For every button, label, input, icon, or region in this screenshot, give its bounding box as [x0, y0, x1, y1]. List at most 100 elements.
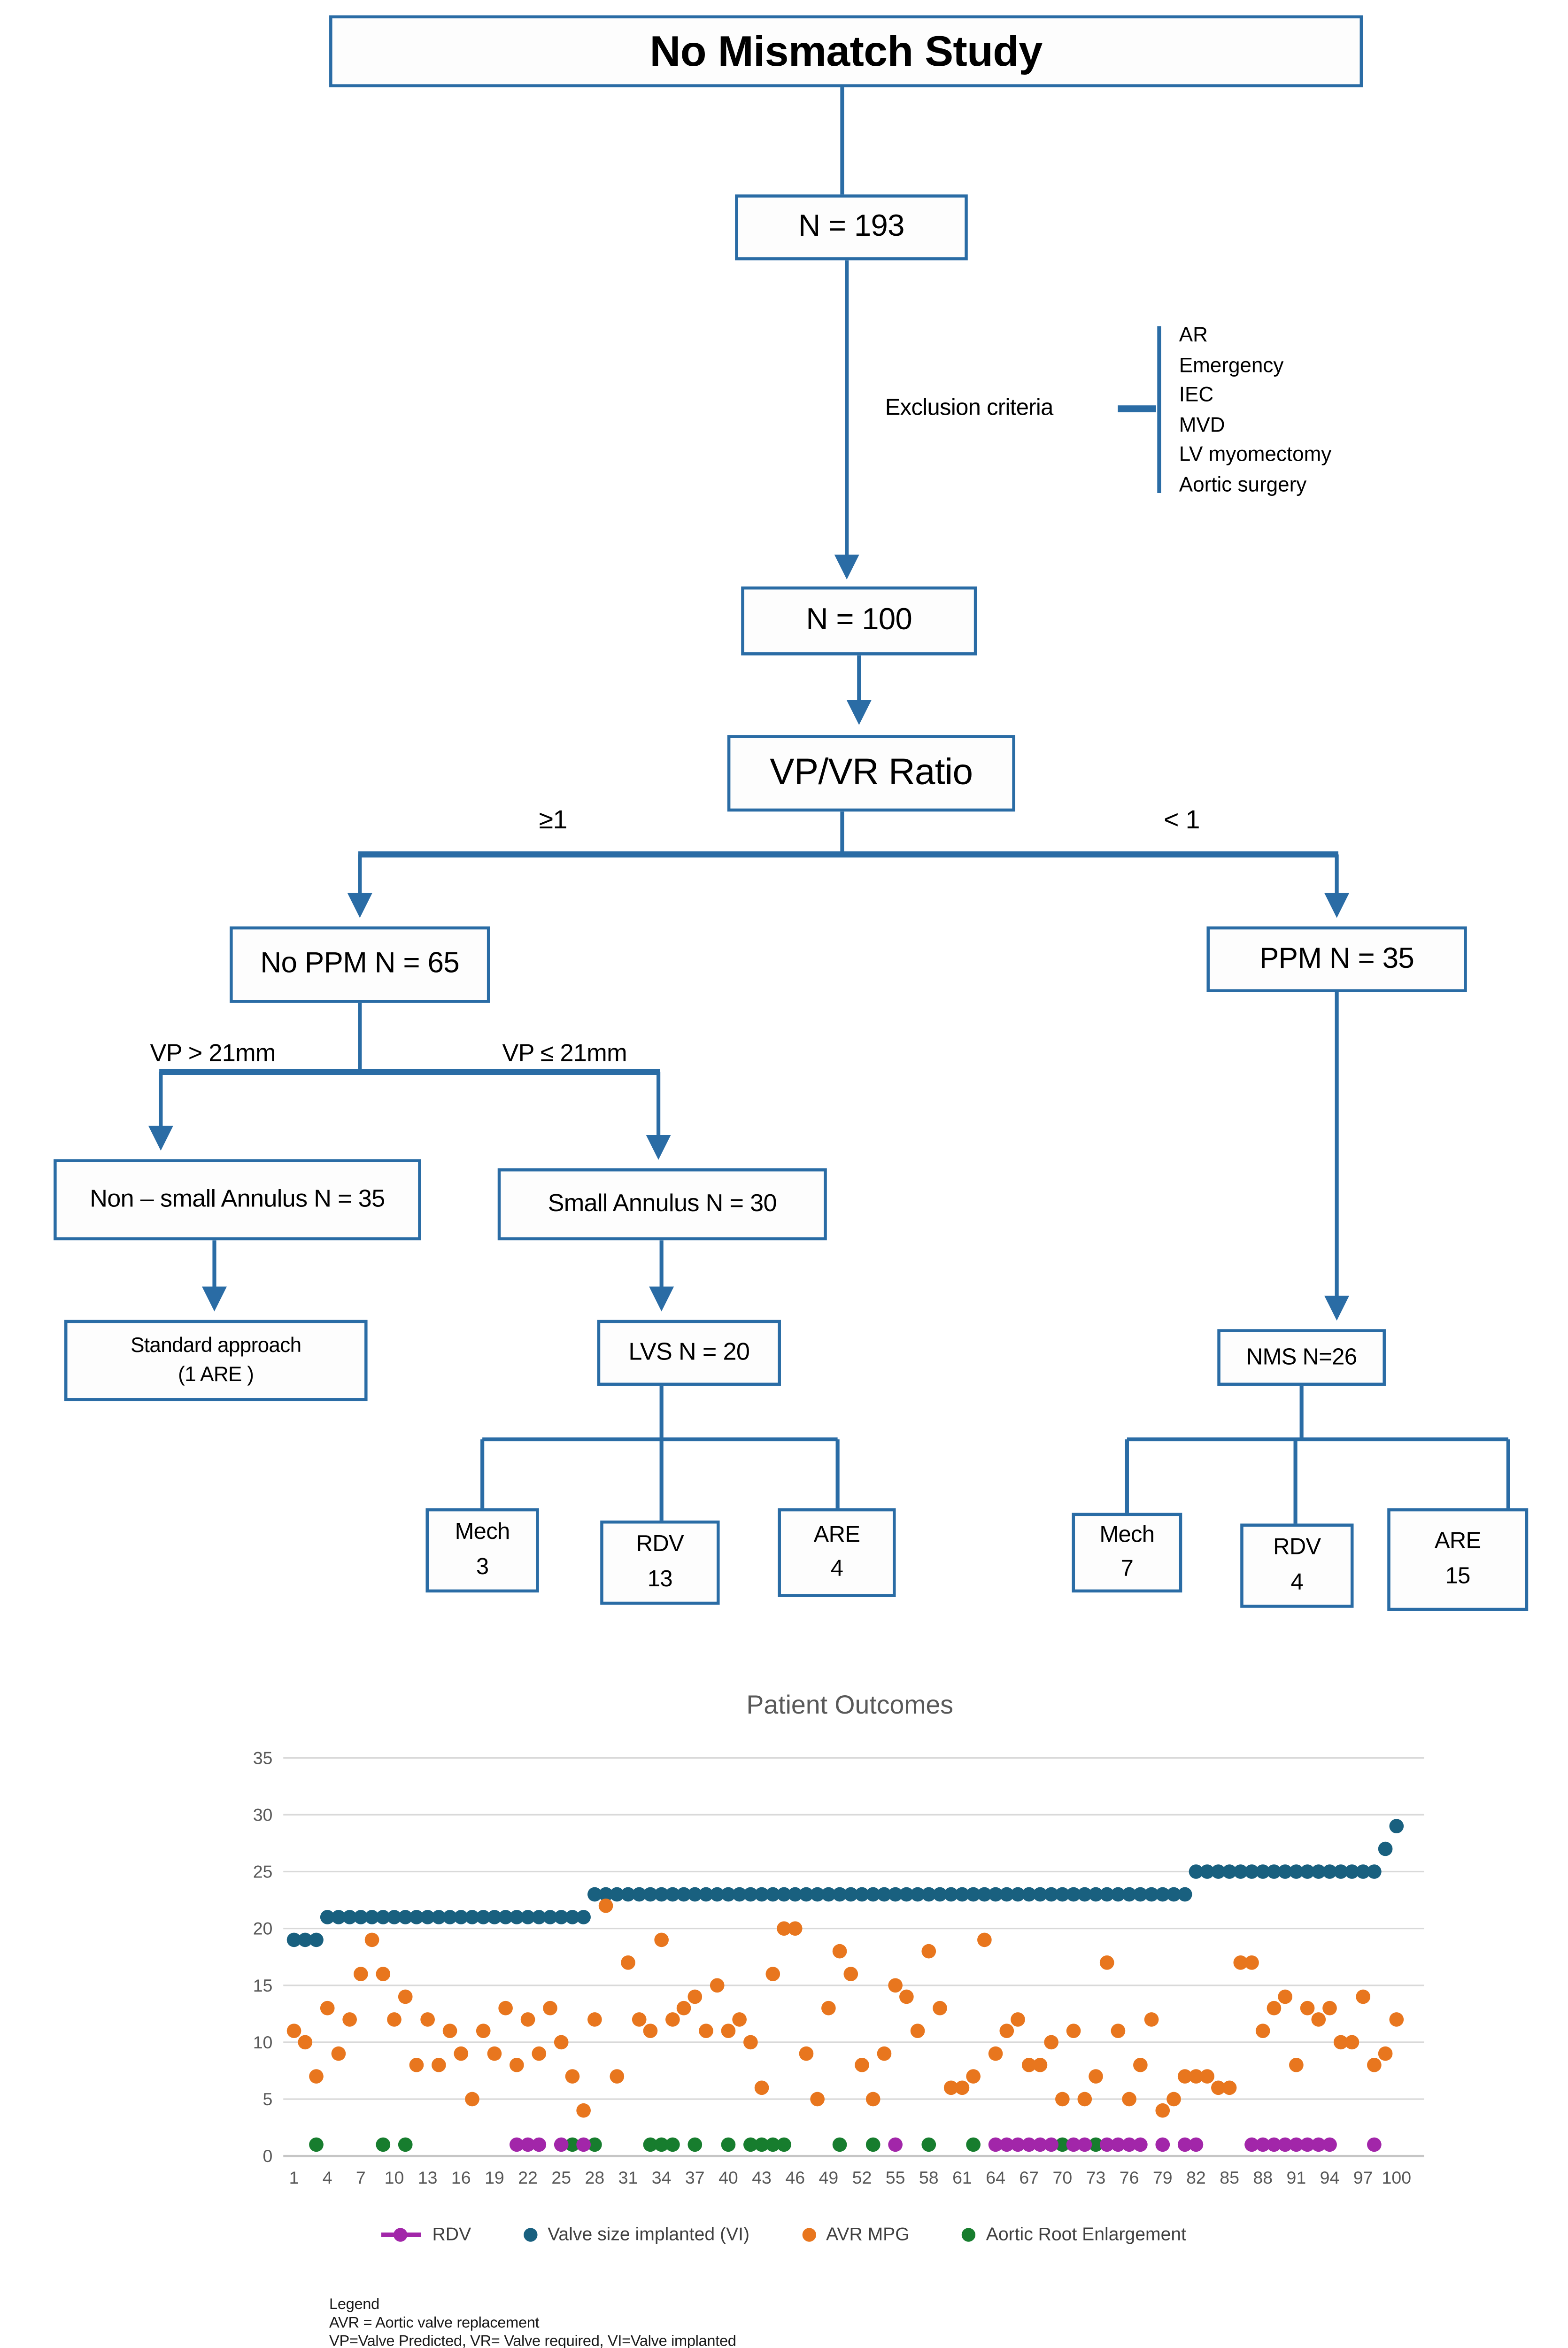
- nms-rdv-label: RDV: [1273, 1534, 1321, 1560]
- branch-label-lt1: < 1: [1164, 805, 1200, 835]
- n100-box: N = 100: [741, 586, 977, 656]
- nms-are-count: 15: [1445, 1562, 1471, 1589]
- svg-text:25: 25: [253, 1862, 273, 1882]
- svg-text:64: 64: [986, 2168, 1005, 2187]
- svg-text:34: 34: [652, 2168, 672, 2187]
- lvs-mech-count: 3: [476, 1553, 489, 1580]
- no-ppm-box: No PPM N = 65: [230, 926, 490, 1003]
- nms-mech-label: Mech: [1099, 1521, 1155, 1547]
- rdv-marker-icon: [381, 2227, 422, 2241]
- svg-text:0: 0: [263, 2146, 273, 2166]
- nms-box: NMS N=26: [1217, 1329, 1386, 1386]
- svg-text:76: 76: [1120, 2168, 1139, 2187]
- lvs-are-count: 4: [830, 1555, 843, 1582]
- legend-item-rdv: RDV: [381, 2223, 471, 2245]
- lvs-rdv-box: RDV 13: [600, 1520, 720, 1605]
- mpg-marker-icon: [801, 2227, 816, 2241]
- svg-text:28: 28: [585, 2168, 605, 2187]
- svg-text:5: 5: [263, 2089, 273, 2109]
- nms-rdv-box: RDV 4: [1240, 1523, 1354, 1608]
- exclusion-criteria-list: AR Emergency IEC MVD LV myomectomy Aorti…: [1179, 320, 1332, 500]
- footnote-line: AVR = Aortic valve replacement: [329, 2315, 540, 2333]
- standard-approach-box: Standard approach (1 ARE ): [64, 1320, 368, 1401]
- exclusion-item: IEC: [1179, 383, 1214, 406]
- svg-text:20: 20: [253, 1919, 273, 1939]
- svg-text:7: 7: [356, 2168, 366, 2187]
- lvs-rdv-count: 13: [647, 1566, 673, 1592]
- legend-label-mpg: AVR MPG: [826, 2223, 910, 2245]
- legend-item-vi: Valve size implanted (VI): [523, 2224, 749, 2245]
- flowchart-connectors: [148, 87, 1510, 1527]
- svg-text:49: 49: [819, 2168, 839, 2187]
- chart-legend: RDV Valve size implanted (VI) AVR MPG Ao…: [0, 2224, 1568, 2245]
- svg-text:1: 1: [289, 2168, 299, 2187]
- svg-text:58: 58: [919, 2168, 939, 2187]
- nms-mech-count: 7: [1120, 1555, 1134, 1582]
- svg-text:22: 22: [518, 2168, 538, 2187]
- svg-text:37: 37: [685, 2168, 705, 2187]
- chart-title: Patient Outcomes: [746, 1690, 954, 1720]
- branch-label-ge1: ≥1: [539, 805, 568, 835]
- svg-text:43: 43: [752, 2168, 772, 2187]
- legend-label-are: Aortic Root Enlargement: [986, 2223, 1187, 2245]
- svg-text:70: 70: [1053, 2168, 1073, 2187]
- vi-marker-icon: [523, 2227, 537, 2241]
- n193-label: N = 193: [798, 209, 904, 244]
- lvs-label: LVS N = 20: [628, 1339, 750, 1365]
- nms-rdv-count: 4: [1290, 1568, 1304, 1595]
- svg-text:4: 4: [323, 2168, 332, 2187]
- small-annulus-box: Small Annulus N = 30: [497, 1168, 827, 1241]
- svg-text:82: 82: [1186, 2168, 1206, 2187]
- legend-label-rdv: RDV: [432, 2223, 471, 2245]
- svg-text:16: 16: [451, 2168, 471, 2187]
- svg-text:61: 61: [952, 2168, 972, 2187]
- exclusion-criteria-label: Exclusion criteria: [885, 395, 1054, 421]
- svg-text:94: 94: [1320, 2168, 1340, 2187]
- svg-text:88: 88: [1253, 2168, 1273, 2187]
- svg-text:91: 91: [1287, 2168, 1306, 2187]
- lvs-are-box: ARE 4: [778, 1508, 896, 1597]
- svg-text:10: 10: [253, 2032, 273, 2052]
- svg-text:85: 85: [1220, 2168, 1239, 2187]
- lvs-mech-label: Mech: [455, 1519, 510, 1545]
- legend-label-vi: Valve size implanted (VI): [548, 2223, 750, 2245]
- nms-are-box: ARE 15: [1387, 1508, 1529, 1611]
- lvs-are-label: ARE: [813, 1521, 860, 1547]
- study-title-box: No Mismatch Study: [329, 15, 1363, 87]
- exclusion-item: Aortic surgery: [1179, 473, 1307, 496]
- svg-text:67: 67: [1019, 2168, 1039, 2187]
- small-annulus-label: Small Annulus N = 30: [548, 1190, 777, 1217]
- ppm-label: PPM N = 35: [1259, 942, 1414, 975]
- svg-text:52: 52: [852, 2168, 872, 2187]
- nms-are-label: ARE: [1434, 1528, 1481, 1554]
- study-title: No Mismatch Study: [649, 27, 1043, 75]
- ppm-box: PPM N = 35: [1206, 926, 1467, 992]
- svg-text:79: 79: [1153, 2168, 1173, 2187]
- nms-mech-box: Mech 7: [1072, 1513, 1182, 1593]
- non-small-annulus-label: Non – small Annulus N = 35: [90, 1186, 385, 1212]
- svg-text:46: 46: [785, 2168, 805, 2187]
- svg-text:19: 19: [485, 2168, 504, 2187]
- vp-le-21-label: VP ≤ 21mm: [502, 1041, 627, 1067]
- svg-text:25: 25: [551, 2168, 571, 2187]
- vpvr-ratio-label: VP/VR Ratio: [770, 752, 973, 794]
- svg-text:55: 55: [886, 2168, 905, 2187]
- svg-text:97: 97: [1353, 2168, 1373, 2187]
- svg-text:15: 15: [253, 1976, 273, 1995]
- svg-text:31: 31: [618, 2168, 638, 2187]
- standard-approach-line1: Standard approach: [131, 1334, 301, 1357]
- abbreviations-footnote: Legend AVR = Aortic valve replacement VP…: [329, 2297, 1172, 2348]
- n193-box: N = 193: [735, 194, 968, 261]
- svg-text:40: 40: [718, 2168, 738, 2187]
- are-marker-icon: [961, 2227, 975, 2241]
- exclusion-item: LV myomectomy: [1179, 443, 1332, 466]
- lvs-rdv-label: RDV: [636, 1531, 684, 1558]
- nms-label: NMS N=26: [1246, 1344, 1357, 1371]
- n100-label: N = 100: [806, 603, 912, 637]
- vpvr-ratio-box: VP/VR Ratio: [727, 735, 1015, 812]
- svg-text:100: 100: [1382, 2168, 1412, 2187]
- legend-item-mpg: AVR MPG: [801, 2223, 910, 2245]
- exclusion-item: AR: [1179, 323, 1208, 346]
